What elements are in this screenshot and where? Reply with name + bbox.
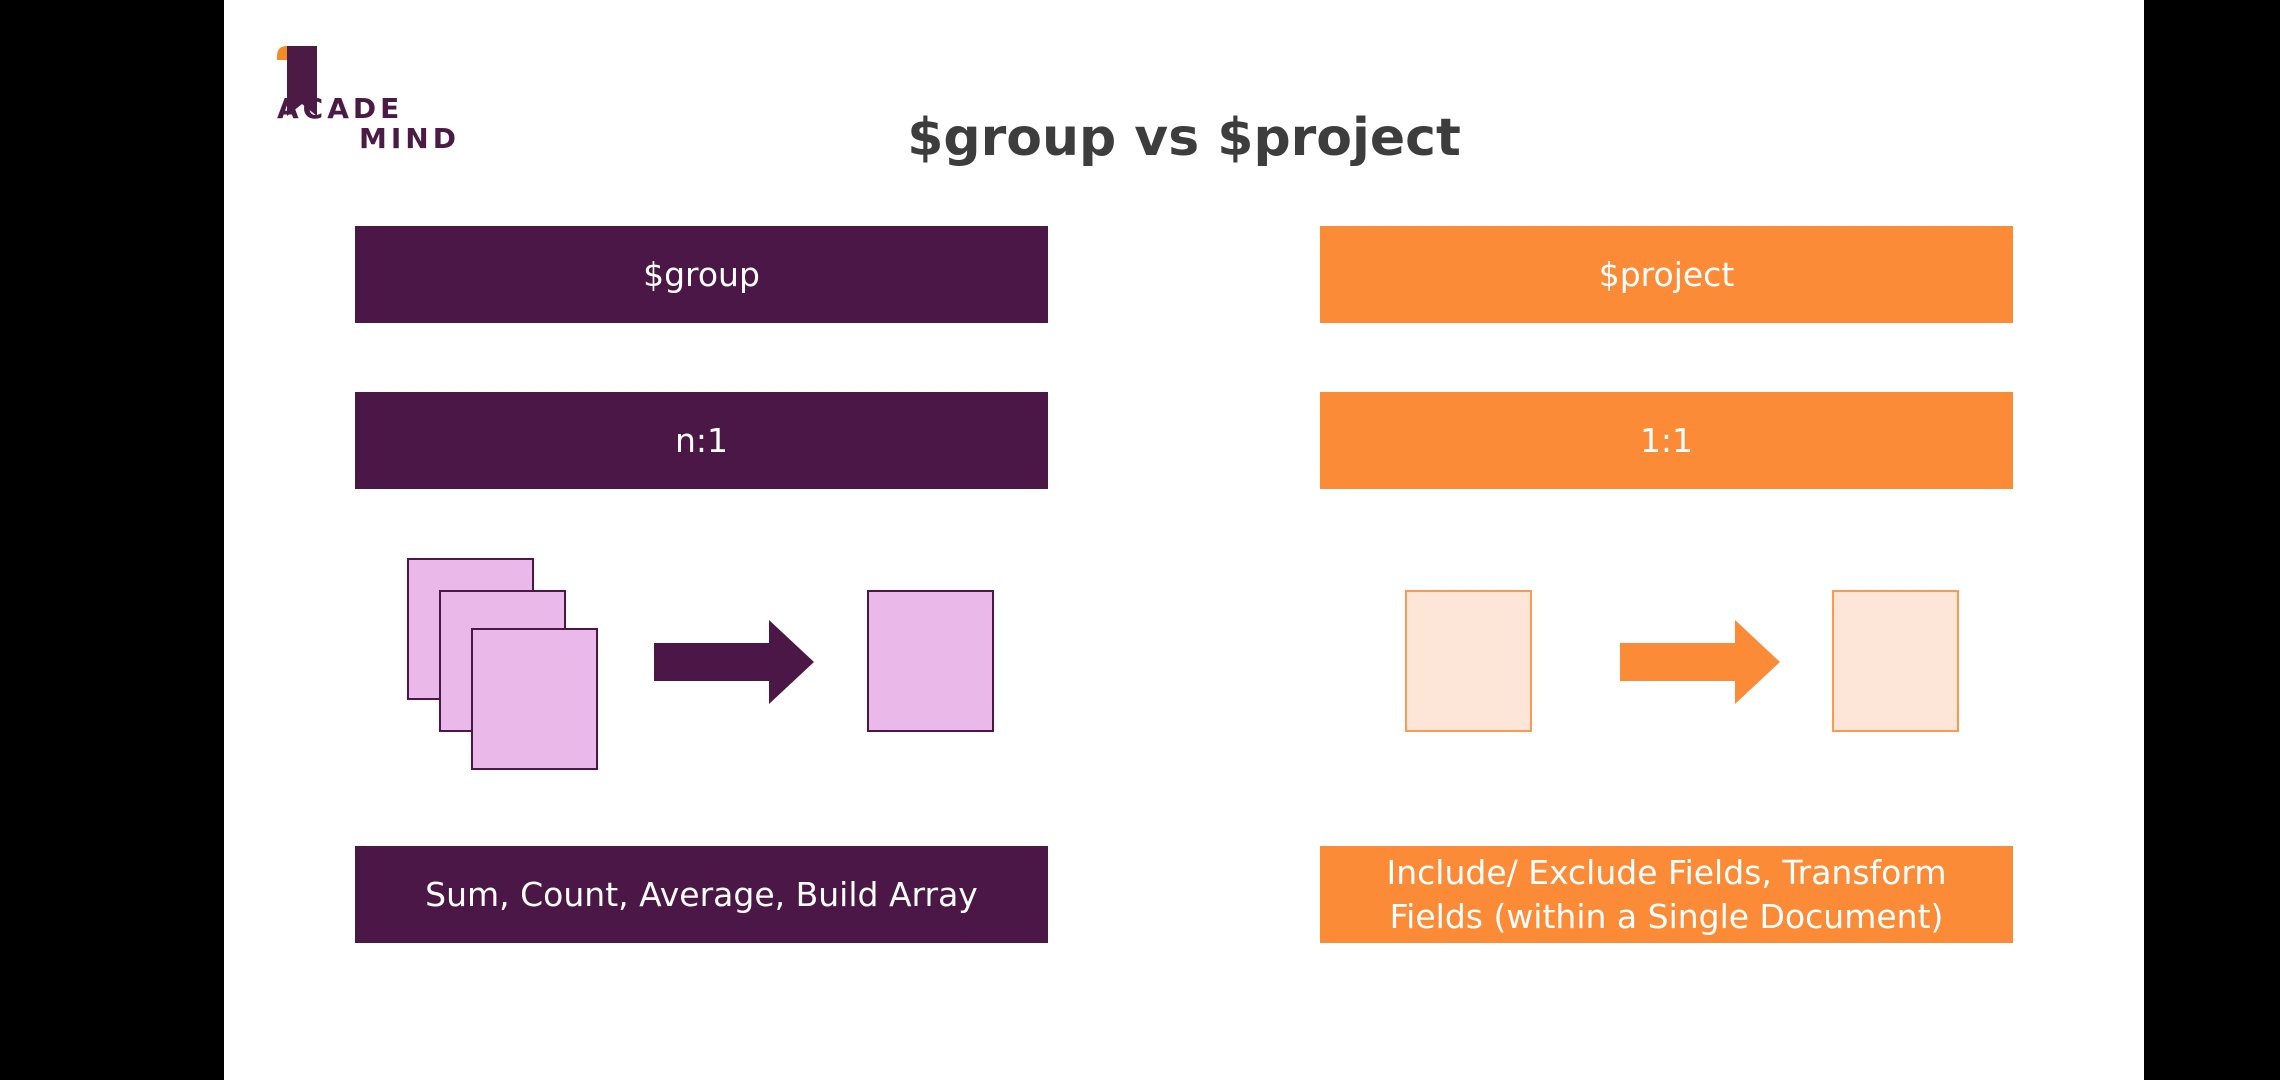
project-input-document <box>1405 590 1532 732</box>
group-description-bar: Sum, Count, Average, Build Array <box>355 846 1048 943</box>
udemy-watermark-text: Udemy <box>2080 1051 2131 1067</box>
project-relation-bar: 1:1 <box>1320 392 2013 489</box>
group-arrow-icon <box>654 620 814 704</box>
group-output-document <box>867 590 994 732</box>
academind-logo: ACADE MIND <box>277 46 477 156</box>
group-input-document-3 <box>471 628 598 770</box>
project-output-document <box>1832 590 1959 732</box>
project-arrow-icon <box>1620 620 1780 704</box>
slide: ACADE MIND $group vs $project $group n:1… <box>224 0 2144 1080</box>
group-relation-bar: n:1 <box>355 392 1048 489</box>
udemy-logo-icon: ⓤ <box>2062 1051 2076 1067</box>
group-header-bar: $group <box>355 226 1048 323</box>
logo-text-line2: MIND <box>359 122 460 155</box>
project-description-line1: Include/ Exclude Fields, Transform <box>1386 852 1947 892</box>
slide-title: $group vs $project <box>907 108 1461 168</box>
book-ribbon-icon <box>277 46 317 116</box>
udemy-watermark: ⓤ Udemy <box>2062 1048 2132 1070</box>
project-description-line2: Fields (within a Single Document) <box>1389 896 1944 936</box>
project-description-bar: Include/ Exclude Fields, Transform Field… <box>1320 846 2013 943</box>
logo-text-line1: ACADE <box>277 92 404 125</box>
project-header-bar: $project <box>1320 226 2013 323</box>
